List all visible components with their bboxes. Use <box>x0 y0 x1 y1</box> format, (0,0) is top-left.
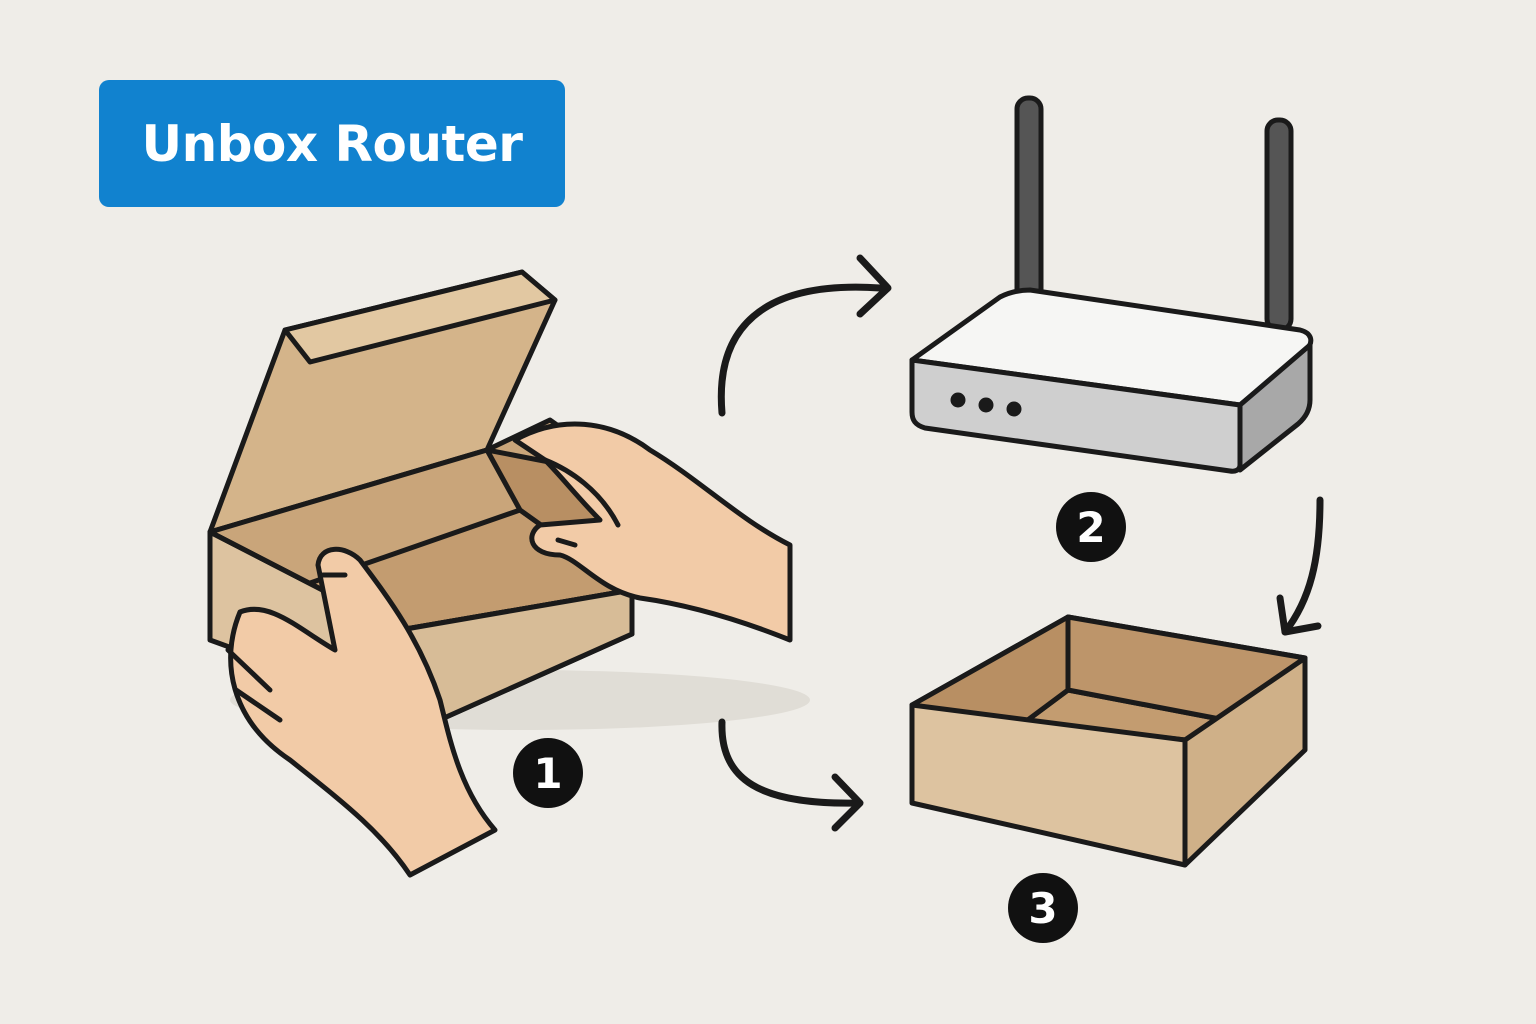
step-badge-2: 2 <box>1056 492 1126 562</box>
router-icon <box>909 95 1314 474</box>
step-number: 1 <box>533 748 563 798</box>
hands-icon <box>225 421 793 878</box>
title-badge: Unbox Router <box>99 80 565 207</box>
step-number: 3 <box>1028 883 1058 933</box>
step-number: 2 <box>1076 502 1106 552</box>
page-title: Unbox Router <box>141 114 523 173</box>
step-badge-1: 1 <box>513 738 583 808</box>
arrow-icon <box>717 254 1324 832</box>
empty-box-icon <box>909 614 1308 868</box>
step-badge-3: 3 <box>1008 873 1078 943</box>
